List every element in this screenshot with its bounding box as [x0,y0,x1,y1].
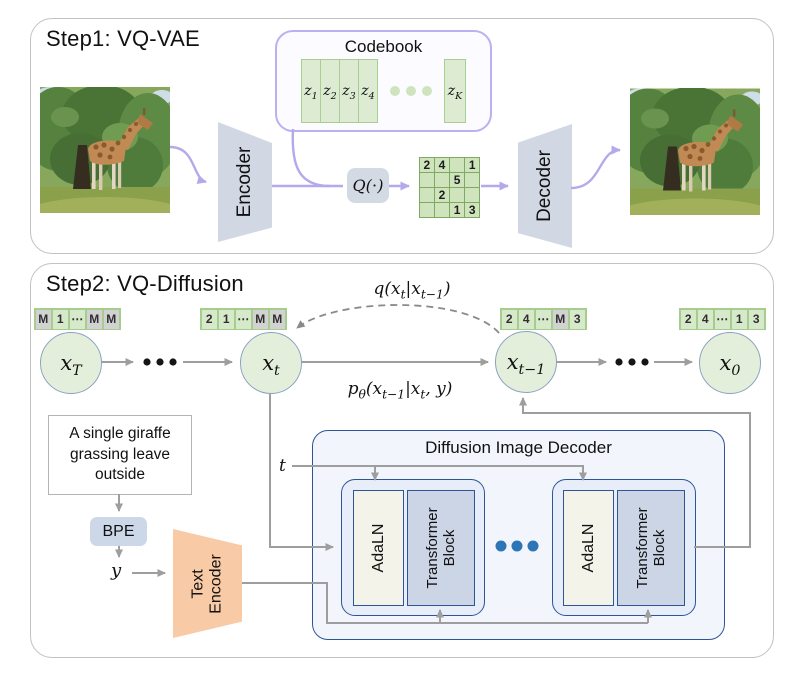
codebook-entries: z1 z2 z3 z4 zK [301,59,466,123]
token-strip-xT: M 1 ⋯ M M [34,308,121,330]
decoder-block-group-1: AdaLN Transformer Block [341,479,485,616]
grid-cell [435,173,449,187]
token-cell: 3 [748,309,764,329]
decoder-label: Decoder [534,150,555,222]
encoder-trapezoid: Encoder [218,122,272,242]
encoder-label: Encoder [234,146,255,218]
grid-cell: 3 [465,203,480,217]
codebook-entry: z3 [339,59,359,123]
token-cell: 2 [680,309,696,329]
y-label: y [111,560,122,581]
node-xt: xt [240,332,302,394]
grid-cell: 1 [450,203,464,217]
grid-cell [420,173,434,187]
grid-cell [435,203,449,218]
codebook-entry: z4 [358,59,378,123]
text-prompt-box: A single giraffe grassing leave outside [48,415,192,495]
step1-title: Step1: VQ-VAE [46,26,200,51]
text-encoder-trapezoid: Text Encoder [173,529,242,638]
adaln-block: AdaLN [563,490,614,606]
node-xt-minus-1: xt−1 [495,331,557,393]
codebook-title: Codebook [344,37,423,56]
node-xT: xT [40,332,102,394]
step2-title: Step2: VQ-Diffusion [46,271,244,296]
bpe-box: BPE [90,517,147,546]
token-cell: 4 [697,309,713,329]
token-cell: 2 [201,309,217,329]
node-x0: x0 [699,332,761,394]
grid-cell: 4 [435,158,449,172]
token-cell: 4 [518,309,534,329]
timestep-label: t [279,456,286,476]
token-strip-xt: 2 1 ⋯ M M [200,308,287,330]
token-cell: M [269,309,285,329]
codebook-entry: z1 [301,59,321,123]
prompt-line: outside [95,466,145,484]
grid-cell [450,158,464,172]
grid-cell [450,188,464,202]
decoder-trapezoid: Decoder [518,124,572,248]
transformer-block: Transformer Block [407,490,475,606]
token-cell: ⋯ [69,309,85,329]
token-cell: 1 [218,309,234,329]
token-cell: 1 [52,309,68,329]
grid-cell: 5 [450,173,464,187]
token-cell: M [86,309,102,329]
prompt-line: grassing leave [70,445,170,463]
token-cell: 3 [569,309,585,329]
grid-cell [465,188,480,202]
token-cell: ⋯ [535,309,551,329]
token-cell: ⋯ [714,309,730,329]
text-encoder-label: Text [189,568,207,599]
codebook-entry: zK [444,59,466,123]
token-cell: M [252,309,268,329]
grid-cell [465,173,480,187]
token-strip-xt1: 2 4 ⋯ M 3 [500,308,587,330]
grid-cell: 1 [465,158,480,172]
text-encoder-label: Encoder [207,553,225,614]
token-cell: M [103,309,119,329]
prompt-line: A single giraffe [69,425,171,443]
token-cell: M [35,309,51,329]
giraffe-photo-input [23,85,187,233]
grid-cell: 2 [435,188,449,202]
codebook-box: Codebook z1 z2 z3 z4 zK [275,30,492,132]
diffusion-image-decoder-box: Diffusion Image Decoder AdaLN Transforme… [312,430,725,640]
grid-cell: 2 [420,158,434,172]
ellipsis-dots-icon [390,86,432,96]
diffusion-decoder-title: Diffusion Image Decoder [425,438,612,457]
token-cell: 2 [501,309,517,329]
decoder-block-group-2: AdaLN Transformer Block [552,479,696,616]
p-distribution-label: pθ(xt−1|xt, y) [347,379,453,402]
adaln-block: AdaLN [353,490,404,606]
token-strip-x0: 2 4 ⋯ 1 3 [679,308,766,330]
grid-cell [420,203,434,218]
grid-cell [420,188,434,202]
token-cell: ⋯ [235,309,251,329]
quantizer-box: Q(⋅) [347,168,389,203]
q-distribution-label: q(xt|xt−1) [373,279,451,302]
transformer-block: Transformer Block [617,490,685,606]
giraffe-photo-output [613,86,777,235]
token-cell: M [552,309,568,329]
token-cell: 1 [731,309,747,329]
codebook-entry: z2 [320,59,340,123]
